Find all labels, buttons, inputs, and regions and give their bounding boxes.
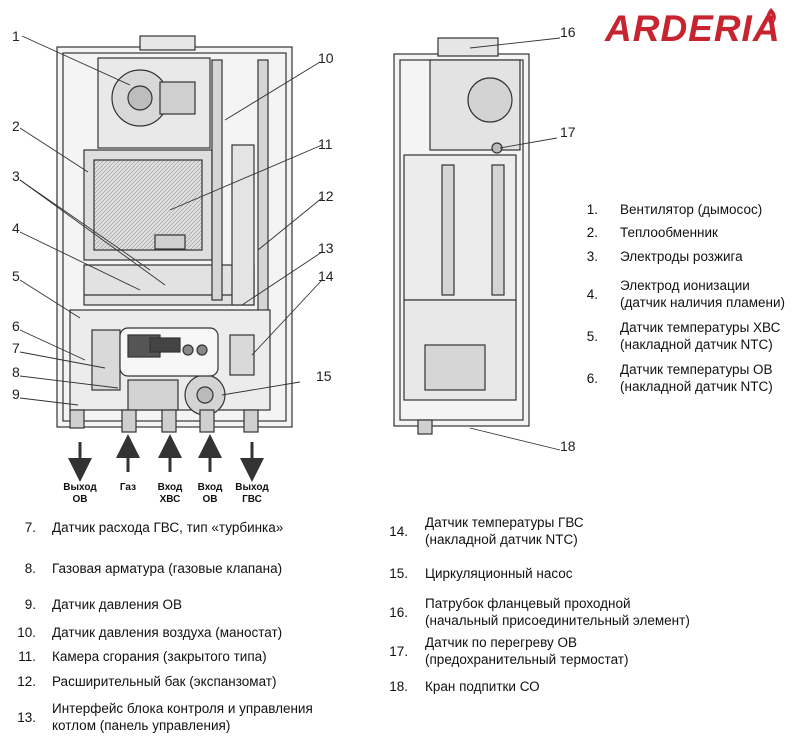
boiler-drawing: [19, 35, 561, 482]
legend-item-7: 7.Датчик расхода ГВС, тип «турбинка»: [24, 520, 284, 535]
side-view: [393, 37, 530, 435]
callout-5: 5: [12, 268, 20, 284]
callout-10: 10: [318, 50, 334, 66]
callout-12: 12: [318, 188, 334, 204]
legend-item-6: 6.Датчик температуры ОВ(накладной датчик…: [586, 362, 773, 394]
callout-9: 9: [12, 386, 20, 402]
callout-15: 15: [316, 368, 332, 384]
callout-8: 8: [12, 364, 20, 380]
legend-item-16: 16.Патрубок фланцевый проходной(начальны…: [389, 596, 690, 628]
legend-item-11: 11.Камера сгорания (закрытого типа): [18, 649, 267, 664]
legend-item-14: 14.Датчик температуры ГВС(накладной датч…: [389, 515, 584, 547]
legend-item-10: 10.Датчик давления воздуха (маностат): [17, 625, 283, 640]
legend-item-4: 4.Электрод ионизации(датчик наличия плам…: [586, 278, 785, 310]
conn-label-gas: Газ: [119, 482, 137, 493]
callout-4: 4: [12, 220, 20, 236]
callout-7: 7: [12, 340, 20, 356]
brand-logo: ARDERIA: [605, 8, 781, 49]
callout-18: 18: [560, 438, 576, 454]
callout-11: 11: [318, 136, 333, 152]
legend-item-15: 15.Циркуляционный насос: [389, 566, 573, 581]
legend-item-3: 3.Электроды розжига: [586, 249, 743, 264]
legend-item-1: 1.Вентилятор (дымосос): [586, 202, 763, 217]
callout-1: 1: [12, 28, 20, 44]
callout-14: 14: [318, 268, 334, 284]
legend-item-18: 18.Кран подпитки СО: [389, 679, 540, 694]
legend-item-5: 5.Датчик температуры ХВС(накладной датчи…: [586, 320, 781, 352]
flame-icon: [766, 8, 776, 24]
callout-3: 3: [12, 168, 20, 184]
legend-item-8: 8.Газовая арматура (газовые клапана): [24, 561, 283, 576]
legend-item-9: 9.Датчик давления ОВ: [24, 597, 182, 612]
callout-13: 13: [318, 240, 334, 256]
legend-item-12: 12.Расширительный бак (экспанзомат): [17, 674, 277, 689]
leader-lines: [19, 35, 561, 451]
legend-item-2: 2.Теплообменник: [586, 225, 718, 240]
callout-16: 16: [560, 24, 576, 40]
callout-17: 17: [560, 124, 576, 140]
connection-arrows: [68, 434, 264, 482]
legend-item-13: 13.Интерфейс блока контроля и управления…: [17, 701, 313, 733]
callout-6: 6: [12, 318, 20, 334]
legend-item-17: 17.Датчик по перегреву ОВ(предохранитель…: [389, 635, 629, 667]
callout-2: 2: [12, 118, 20, 134]
front-view: [56, 35, 293, 433]
